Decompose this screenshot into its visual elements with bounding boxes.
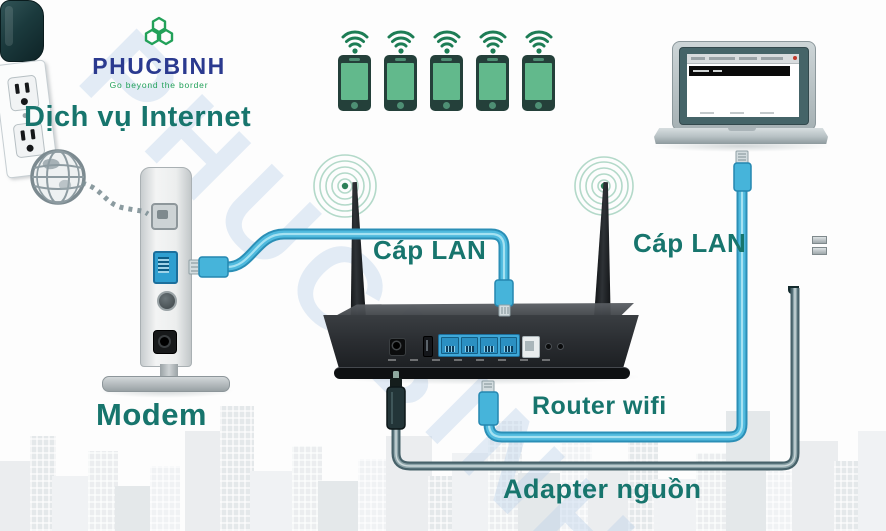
- phone-screen: [525, 63, 552, 100]
- brand-logo: PHUCBINH Go beyond the border: [88, 16, 230, 90]
- wifi-phones-row: [338, 28, 555, 111]
- phone-body: [522, 55, 555, 111]
- dc-plug-collar: [390, 378, 402, 388]
- smartphone: [338, 28, 371, 111]
- wifi-signal-icon: [433, 30, 460, 54]
- rj45-plug: [478, 391, 499, 426]
- router-wan-port: [522, 336, 540, 358]
- modem-power-port: [153, 330, 177, 354]
- adapter-prong: [812, 236, 827, 244]
- phone-home-button: [397, 102, 404, 109]
- city-skyline-background: [0, 391, 886, 531]
- laptop-keyboard-base: [654, 128, 828, 144]
- phone-screen: [341, 63, 368, 100]
- brand-tagline: Go beyond the border: [109, 80, 209, 90]
- cube-logo-icon: [144, 16, 174, 46]
- phone-screen: [387, 63, 414, 100]
- phone-body: [476, 55, 509, 111]
- router-lan-port: [480, 337, 498, 354]
- lan-cable-laptop-router: [478, 150, 752, 443]
- laptop-page-footer: [700, 112, 786, 114]
- phone-speaker: [395, 58, 406, 61]
- wifi-rings-left-icon: [313, 154, 377, 218]
- browser-close-icon: [793, 56, 797, 60]
- wifi-signal-icon: [387, 30, 414, 54]
- phone-speaker: [349, 58, 360, 61]
- lan-cable-label-right: Cáp LAN: [633, 228, 747, 258]
- rj45-plug: [198, 256, 229, 278]
- wifi-signal-icon: [341, 30, 368, 54]
- router-lan-port: [460, 337, 478, 354]
- phone-body: [338, 55, 371, 111]
- laptop-screen: [687, 54, 799, 117]
- router-usb-port: [423, 336, 433, 357]
- modem-phone-port: [151, 203, 178, 230]
- router-port-labels: [388, 359, 558, 361]
- wifi-signal-icon: [479, 30, 506, 54]
- phone-home-button: [443, 102, 450, 109]
- router-wifi-label: Router wifi: [532, 392, 667, 420]
- phone-speaker: [441, 58, 452, 61]
- internet-dotted-line: [81, 180, 150, 217]
- modem-ethernet-port: [153, 251, 178, 284]
- router-lan-port: [499, 337, 517, 354]
- modem-label: Modem: [96, 397, 207, 432]
- power-adapter-label: Adapter nguồn: [503, 474, 702, 504]
- router-lan-port: [441, 337, 459, 354]
- modem-stand-neck: [160, 364, 178, 379]
- modem-stand-base: [102, 376, 230, 392]
- router-base: [334, 367, 630, 379]
- adapter-prong: [812, 247, 827, 255]
- wifi-signal-icon: [525, 30, 552, 54]
- dc-plug-pin: [393, 371, 399, 380]
- laptop-browser-toolbar: [687, 54, 799, 64]
- power-cable-adapter-router: [386, 288, 800, 471]
- phone-body: [430, 55, 463, 111]
- phone-screen: [433, 63, 460, 100]
- rj45-plug: [733, 162, 752, 192]
- modem-button: [157, 291, 177, 311]
- smartphone: [384, 28, 417, 111]
- smartphone: [476, 28, 509, 111]
- dc-plug-body: [386, 386, 406, 430]
- router-power-jack: [389, 338, 406, 356]
- brand-name: PHUCBINH: [92, 53, 226, 79]
- phone-home-button: [351, 102, 358, 109]
- internet-service-label: Dịch vụ Internet: [24, 101, 252, 133]
- router-wps-button: [557, 343, 564, 350]
- laptop-latch: [728, 128, 756, 131]
- phone-screen: [479, 63, 506, 100]
- lan-cable-modem-router: [188, 228, 514, 317]
- power-adapter-device: [0, 0, 44, 62]
- phone-speaker: [533, 58, 544, 61]
- phone-body: [384, 55, 417, 111]
- router-lan-ports: [438, 334, 520, 357]
- smartphone: [522, 28, 555, 111]
- globe-icon: [30, 149, 86, 205]
- phone-home-button: [535, 102, 542, 109]
- phone-home-button: [489, 102, 496, 109]
- rj45-plug: [494, 279, 514, 307]
- smartphone: [430, 28, 463, 111]
- phone-speaker: [487, 58, 498, 61]
- router-reset-button: [545, 343, 552, 350]
- lan-cable-label-left: Cáp LAN: [373, 235, 487, 265]
- laptop-page-header: [689, 66, 790, 76]
